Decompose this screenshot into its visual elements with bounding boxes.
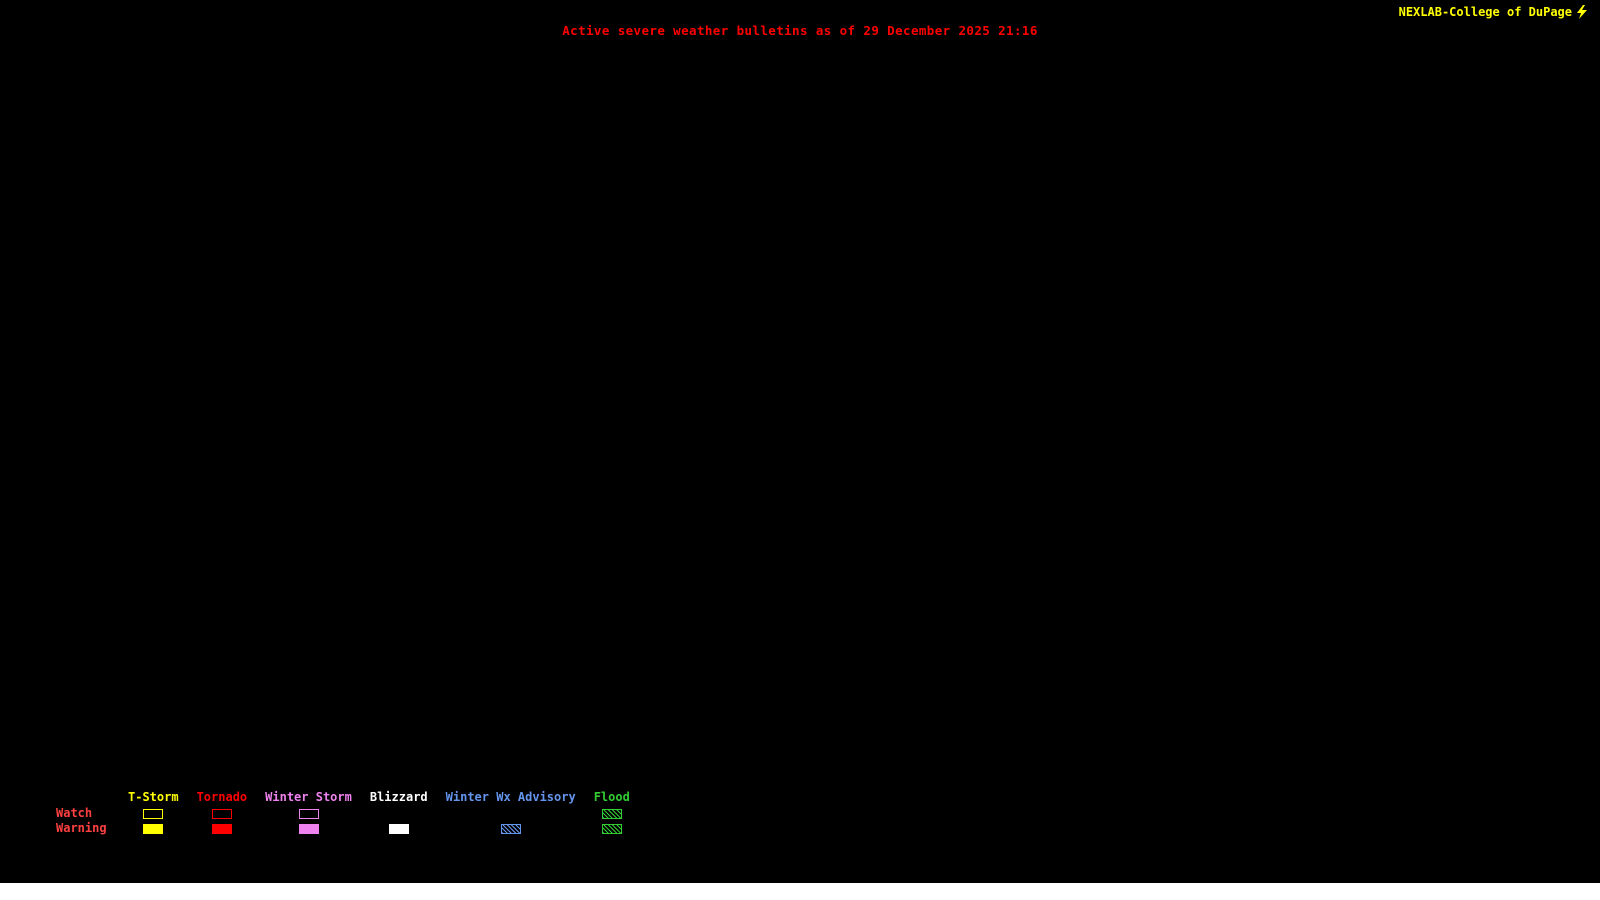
t-storm-warning-swatch xyxy=(143,823,164,834)
legend-cell-watch xyxy=(298,806,319,821)
legend: Watch Warning T-Storm Tornado Winter Storm… xyxy=(56,791,630,836)
bottom-whitespace-bar xyxy=(0,883,1600,900)
legend-cell-warning xyxy=(143,821,164,836)
t-storm-watch-swatch xyxy=(143,808,164,819)
legend-column-t-storm: T-Storm xyxy=(128,791,179,836)
legend-watch-label: Watch xyxy=(56,806,93,820)
legend-column-label: Winter Storm xyxy=(265,790,352,804)
tornado-warning-swatch xyxy=(211,823,232,834)
legend-column-tornado: Tornado xyxy=(196,790,248,836)
legend-column-label: T-Storm xyxy=(128,790,179,804)
attribution: NEXLAB-College of DuPage xyxy=(1399,5,1588,19)
winter-wx-advisory-warning-swatch xyxy=(500,823,521,834)
legend-column-winter-wx-advisory: Winter Wx Advisory xyxy=(446,791,576,836)
winter-storm-watch-swatch xyxy=(298,808,319,819)
nexlab-logo-icon xyxy=(1576,5,1588,19)
legend-cell-watch xyxy=(601,806,622,821)
tornado-watch-swatch xyxy=(211,808,232,819)
legend-column-label: Blizzard xyxy=(369,790,428,804)
legend-cell-warning xyxy=(211,821,232,836)
legend-column-winter-storm: Winter Storm xyxy=(265,791,352,836)
legend-column-label: Flood xyxy=(593,790,630,804)
legend-cell-watch xyxy=(211,806,232,821)
blizzard-warning-swatch xyxy=(388,823,409,834)
winter-storm-warning-swatch xyxy=(298,823,319,834)
legend-column-label: Winter Wx Advisory xyxy=(445,790,576,804)
legend-row-labels: Watch Warning xyxy=(56,791,110,836)
page-title: Active severe weather bulletins as of 29… xyxy=(562,23,1038,38)
flood-watch-swatch xyxy=(601,808,622,819)
legend-warning-label: Warning xyxy=(56,821,107,835)
legend-column-blizzard: Blizzard xyxy=(370,791,428,836)
legend-cell-watch xyxy=(143,806,164,821)
legend-cell-warning xyxy=(298,821,319,836)
legend-cell-warning xyxy=(601,821,622,836)
legend-column-label: Tornado xyxy=(196,790,248,804)
legend-header-spacer xyxy=(56,791,110,806)
legend-cell-warning xyxy=(500,821,521,836)
legend-cell-warning xyxy=(388,821,409,836)
attribution-text: NEXLAB-College of DuPage xyxy=(1398,5,1572,19)
legend-column-flood: Flood xyxy=(594,791,630,836)
flood-warning-swatch xyxy=(601,823,622,834)
